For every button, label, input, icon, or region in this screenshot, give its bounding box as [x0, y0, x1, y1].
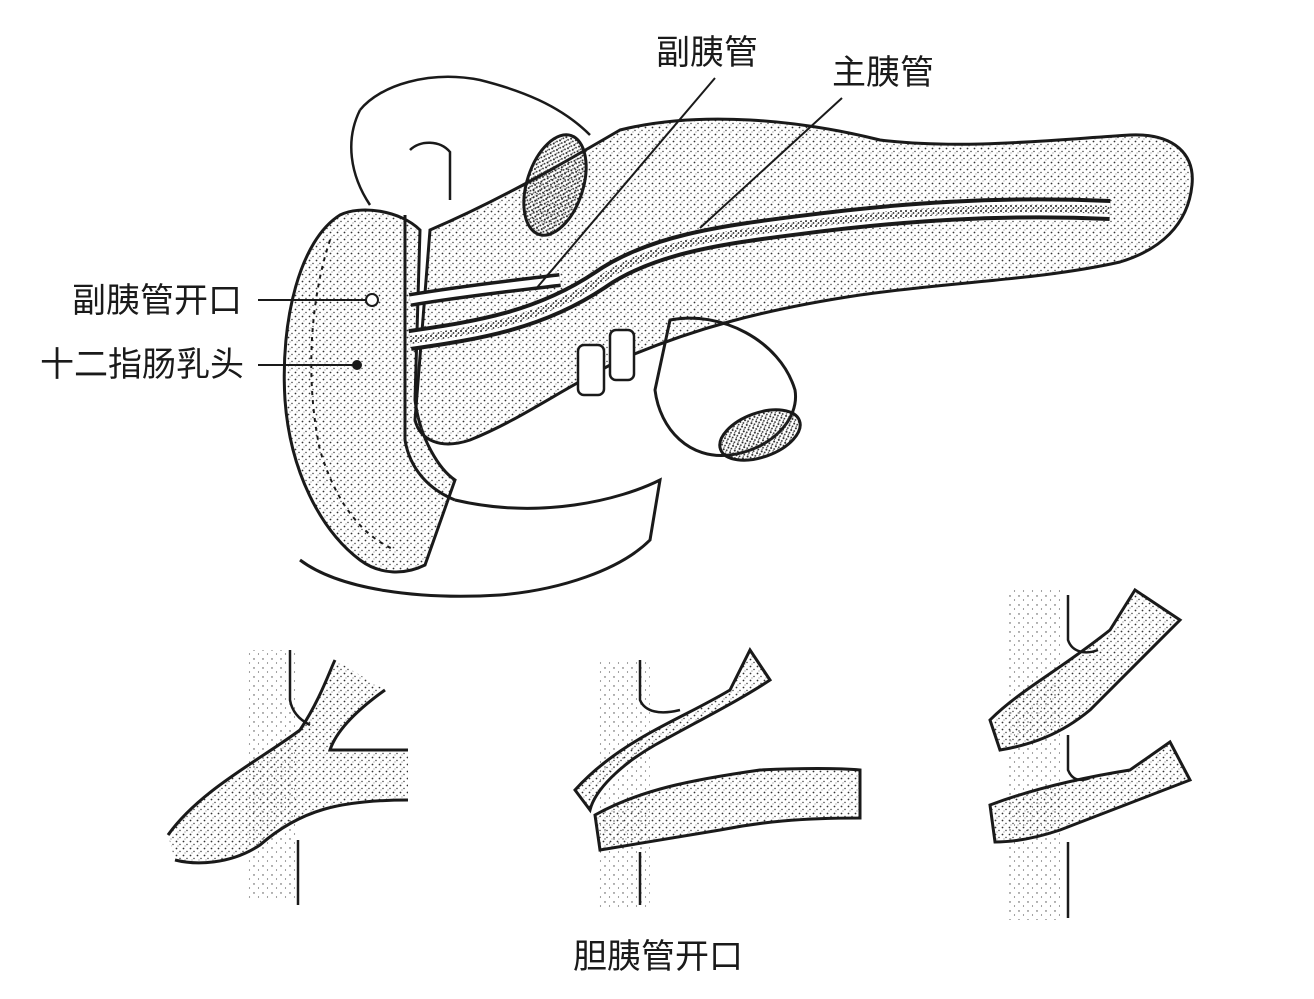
vessels-small: [576, 328, 636, 397]
label-accessory-duct: 副胰管: [656, 33, 758, 73]
ductal-variant-1: [166, 650, 409, 905]
label-duodenal-papilla: 十二指肠乳头: [40, 345, 244, 385]
leader-accessory-duct: [534, 77, 716, 291]
vessel-cut-lower: [653, 316, 802, 462]
papilla-dot: [352, 360, 362, 370]
accessory-pancreatic-duct: [408, 273, 561, 307]
vessel-cut-upper: [522, 133, 588, 237]
leader-lines: [258, 77, 843, 370]
label-main-duct: 主胰管: [832, 53, 934, 93]
label-accessory-duct-opening: 副胰管开口: [72, 281, 242, 321]
ductal-variant-2: [573, 647, 862, 910]
stomach-outline: [350, 75, 591, 206]
accessory-opening-dot: [365, 293, 379, 307]
main-pancreatic-duct: [408, 197, 1111, 351]
leader-main-duct: [699, 97, 843, 229]
ductal-variant-3: [988, 587, 1193, 920]
figure-caption: 胆胰管开口: [573, 937, 743, 977]
